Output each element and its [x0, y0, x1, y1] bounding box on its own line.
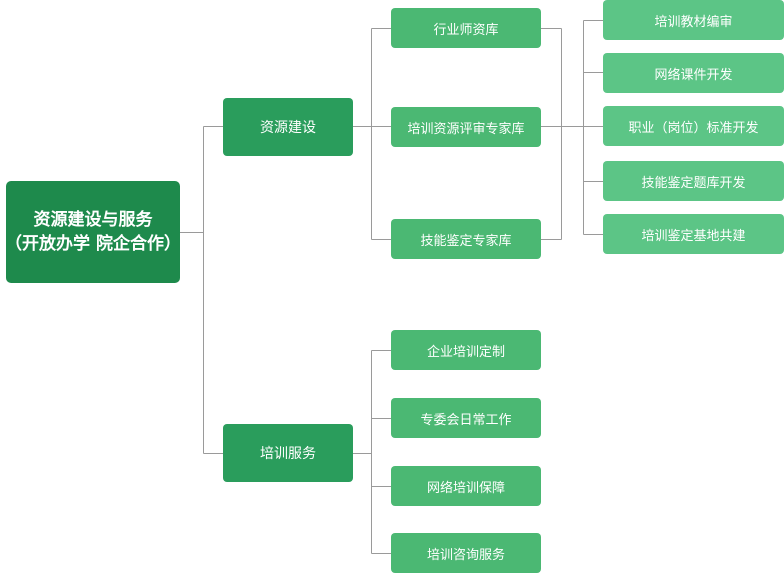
node-textbook-review[interactable]: 培训教材编审 — [603, 0, 784, 40]
node-question-bank-dev[interactable]: 技能鉴定题库开发 — [603, 161, 784, 201]
node-training-service[interactable]: 培训服务 — [223, 424, 353, 482]
node-label: 培训咨询服务 — [426, 547, 505, 563]
node-label: 资源建设 — [260, 120, 316, 136]
node-label: 培训资源评审专家库 — [407, 121, 525, 137]
node-label: 培训教材编审 — [654, 14, 733, 30]
node-training-consulting[interactable]: 培训咨询服务 — [391, 533, 541, 573]
node-label: 职业（岗位）标准开发 — [628, 120, 759, 136]
node-label: 网络课件开发 — [654, 67, 733, 83]
node-label: 行业师资库 — [433, 22, 499, 38]
node-label: 培训鉴定基地共建 — [641, 228, 746, 244]
node-resource-building[interactable]: 资源建设 — [223, 98, 353, 156]
node-label: 技能鉴定题库开发 — [641, 175, 746, 191]
node-label: 专委会日常工作 — [420, 412, 512, 428]
node-resource-review-expert-pool[interactable]: 培训资源评审专家库 — [391, 107, 541, 147]
node-label: 技能鉴定专家库 — [420, 233, 512, 249]
node-industry-teacher-pool[interactable]: 行业师资库 — [391, 8, 541, 48]
node-label: 培训服务 — [260, 446, 316, 462]
node-training-base-building[interactable]: 培训鉴定基地共建 — [603, 214, 784, 254]
root-node[interactable]: 资源建设与服务 （开放办学 院企合作） — [5, 181, 181, 283]
node-skill-appraisal-expert-pool[interactable]: 技能鉴定专家库 — [391, 219, 541, 259]
node-online-training-support[interactable]: 网络培训保障 — [391, 466, 541, 506]
node-committee-daily-work[interactable]: 专委会日常工作 — [391, 398, 541, 438]
node-label: 企业培训定制 — [426, 344, 505, 360]
root-title-line1: 资源建设与服务 — [33, 210, 153, 230]
node-online-courseware-dev[interactable]: 网络课件开发 — [603, 53, 784, 93]
node-label: 网络培训保障 — [426, 480, 505, 496]
node-enterprise-training[interactable]: 企业培训定制 — [391, 330, 541, 370]
node-occupational-standards-dev[interactable]: 职业（岗位）标准开发 — [603, 106, 784, 146]
root-title-line2: （开放办学 院企合作） — [5, 234, 181, 254]
